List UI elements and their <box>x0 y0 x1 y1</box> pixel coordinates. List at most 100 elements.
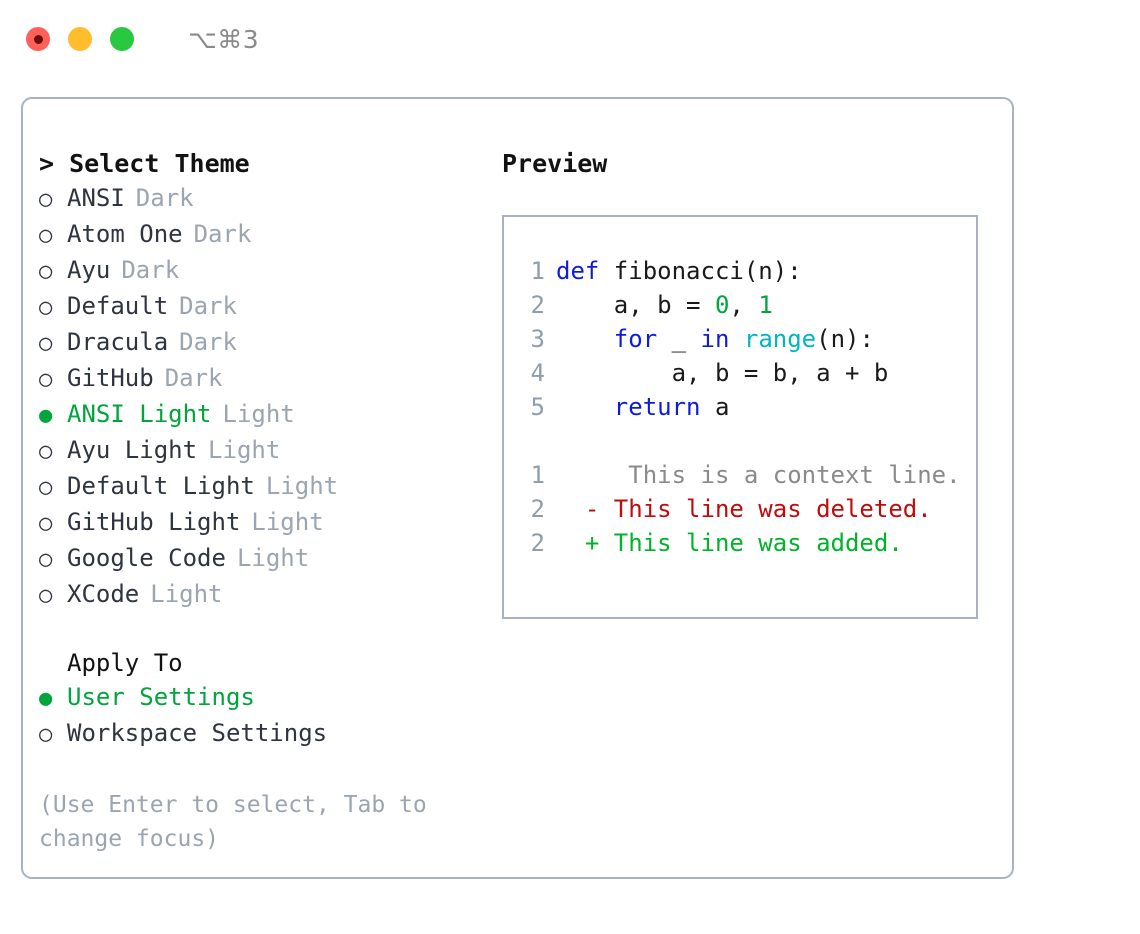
diff-line-number: 2 <box>530 495 545 523</box>
code-token-plain: (n): <box>816 325 874 353</box>
keyboard-shortcut-label: ⌥⌘3 <box>188 24 260 54</box>
theme-item-label: Ayu Light <box>67 436 198 464</box>
theme-item-variant-badge: Dark <box>179 292 237 320</box>
theme-item-label: ANSI Light <box>67 400 212 428</box>
code-line-source: return a <box>556 390 730 424</box>
theme-item-variant-badge: Light <box>222 400 295 428</box>
diff-line-del-text: - This line was deleted. <box>556 495 932 523</box>
radio-unselected-icon: ○ <box>39 331 53 356</box>
code-line-number: 3 <box>530 325 545 353</box>
window-controls <box>26 27 134 51</box>
theme-item-variant-badge: Dark <box>121 256 180 284</box>
theme-item-variant-badge: Dark <box>135 184 194 212</box>
theme-item-label: GitHub <box>67 364 154 392</box>
theme-item-label: Default Light <box>67 472 255 500</box>
code-line-number: 5 <box>530 393 545 421</box>
code-line-source: a, b = b, a + b <box>556 356 889 390</box>
radio-unselected-icon: ○ <box>39 511 53 536</box>
theme-item-label: ANSI <box>67 184 125 212</box>
code-line-source: for _ in range(n): <box>556 322 874 356</box>
theme-item-8[interactable]: ○ Default Light Light <box>39 469 489 505</box>
keyboard-hint-text: (Use Enter to select, Tab to change focu… <box>39 792 441 852</box>
code-token-plain: a <box>700 393 730 421</box>
theme-item-9[interactable]: ○ GitHub Light Light <box>39 505 489 541</box>
theme-item-10[interactable]: ○ Google Code Light <box>39 541 489 577</box>
radio-unselected-icon: ○ <box>39 295 53 320</box>
theme-item-label: XCode <box>67 580 140 608</box>
radio-unselected-icon: ○ <box>39 583 53 608</box>
theme-item-label: Atom One <box>67 220 183 248</box>
theme-item-label: GitHub Light <box>67 508 241 536</box>
code-line-3: 4 a, b = b, a + b <box>517 356 961 390</box>
radio-unselected-icon: ○ <box>39 475 53 500</box>
diff-line-ctx-text: This is a context line. <box>556 461 961 489</box>
code-line-source: a, b = 0, 1 <box>556 288 773 322</box>
theme-item-variant-badge: Light <box>236 544 310 572</box>
diff-line-number: 2 <box>530 529 545 557</box>
diff-line-number: 1 <box>530 461 545 489</box>
theme-item-variant-badge: Dark <box>164 364 223 392</box>
theme-item-label: Ayu <box>67 256 111 284</box>
page-title: > Select Theme <box>39 149 250 178</box>
maximize-button[interactable] <box>110 27 134 51</box>
theme-item-2[interactable]: ○ Ayu Dark <box>39 253 489 289</box>
minimize-button[interactable] <box>68 27 92 51</box>
theme-item-3[interactable]: ○ Default Dark <box>39 289 489 325</box>
code-token-plain: a, b = b, a + b <box>556 359 889 387</box>
apply-to-option-label: Workspace Settings <box>67 719 328 747</box>
apply-to-option-label: User Settings <box>67 683 255 711</box>
code-line-number: 2 <box>530 291 545 319</box>
diff-line-1: 2 - This line was deleted. <box>517 492 961 526</box>
code-token-plain: a, b = <box>556 291 715 319</box>
theme-item-variant-badge: Light <box>208 436 281 464</box>
preview-title: Preview <box>502 149 608 178</box>
theme-item-label: Default <box>67 292 169 320</box>
apply-to-list[interactable]: ● User Settings ○Workspace Settings <box>39 680 489 752</box>
code-line-source: def fibonacci(n): <box>556 254 802 288</box>
code-token-plain <box>729 325 743 353</box>
close-button[interactable] <box>26 27 50 51</box>
code-line-number: 4 <box>530 359 545 387</box>
code-token-plain <box>556 325 614 353</box>
title-bar: ⌥⌘3 <box>0 0 1140 78</box>
theme-item-variant-badge: Dark <box>193 220 252 248</box>
code-token-num: 0 <box>714 291 730 319</box>
code-token-kw: return <box>613 393 701 421</box>
apply-to-option-0[interactable]: ● User Settings <box>39 680 489 716</box>
code-token-num: 1 <box>758 291 773 319</box>
theme-item-variant-badge: Light <box>251 508 324 536</box>
theme-item-0[interactable]: ○ ANSI Dark <box>39 181 489 217</box>
radio-selected-icon: ● <box>39 686 53 711</box>
code-token-plain: fibonacci(n): <box>599 257 802 285</box>
code-token-plain <box>556 393 614 421</box>
theme-item-1[interactable]: ○ Atom One Dark <box>39 217 489 253</box>
theme-item-variant-badge: Dark <box>179 328 237 356</box>
code-blank-line <box>517 424 961 458</box>
radio-selected-icon: ● <box>39 403 53 428</box>
code-token-kw: for <box>613 325 658 353</box>
diff-line-2: 2 + This line was added. <box>517 526 961 560</box>
code-line-1: 2 a, b = 0, 1 <box>517 288 961 322</box>
theme-item-variant-badge: Light <box>265 472 339 500</box>
radio-unselected-icon: ○ <box>39 223 53 248</box>
code-line-4: 5 return a <box>517 390 961 424</box>
theme-item-6[interactable]: ● ANSI Light Light <box>39 397 489 433</box>
code-token-kw: in <box>700 325 730 353</box>
radio-unselected-icon: ○ <box>39 187 53 212</box>
theme-item-label: Google Code <box>67 544 226 572</box>
radio-unselected-icon: ○ <box>39 259 53 284</box>
radio-unselected-icon: ○ <box>39 547 53 572</box>
diff-line-0: 1 This is a context line. <box>517 458 961 492</box>
apply-to-option-1[interactable]: ○Workspace Settings <box>39 716 489 752</box>
code-line-number: 1 <box>530 257 545 285</box>
